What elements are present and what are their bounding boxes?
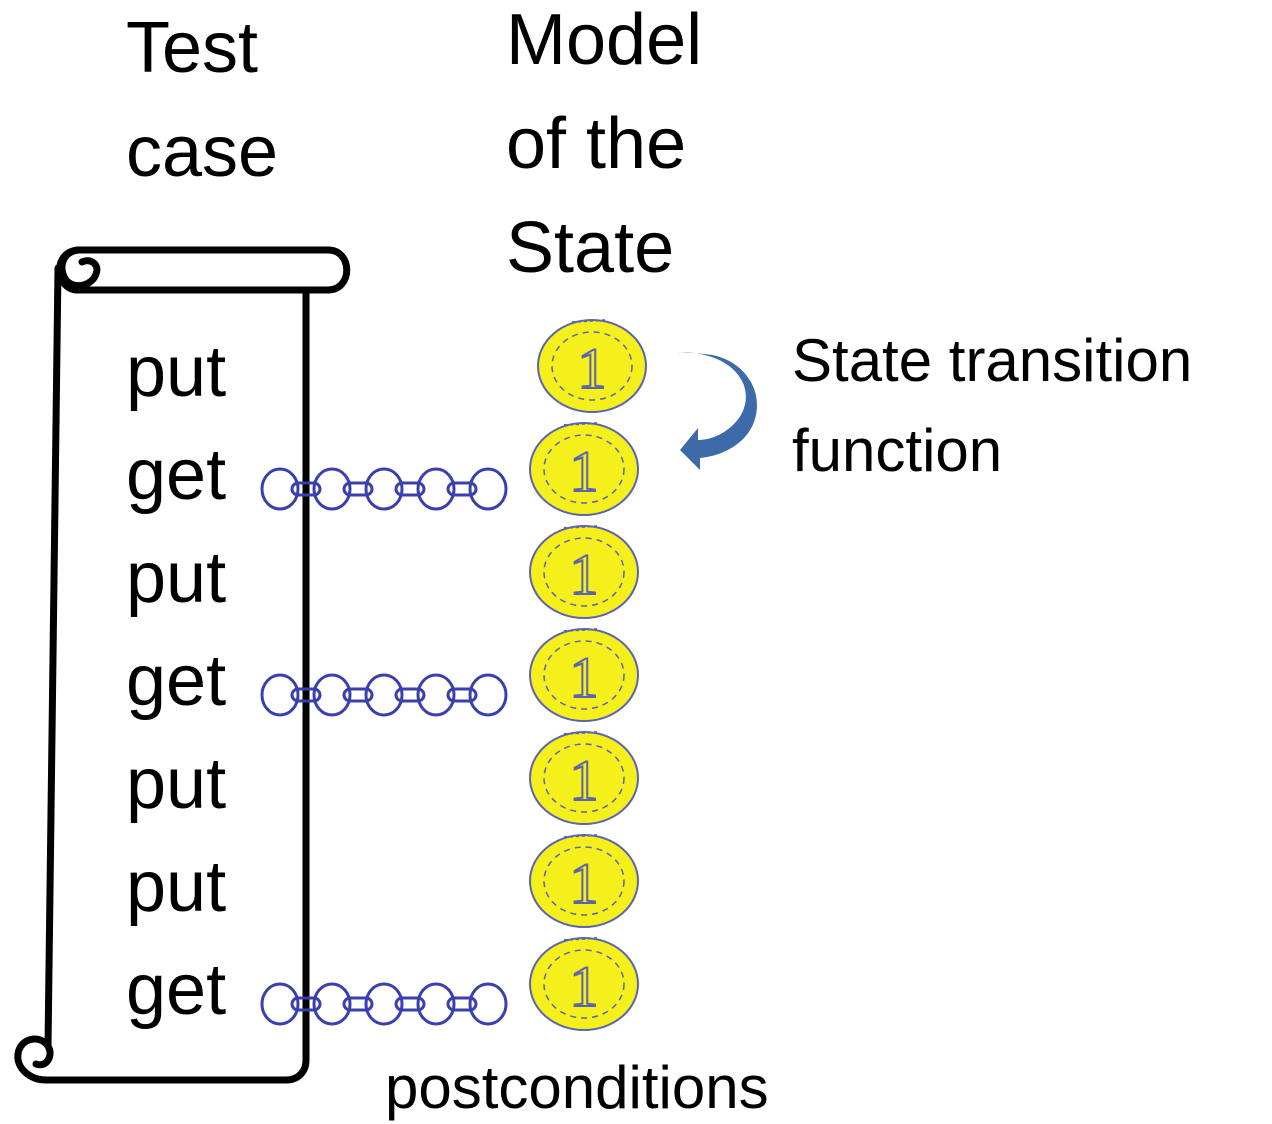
state-coin-icon: 1	[529, 628, 639, 722]
postcondition-chain-icon	[260, 982, 508, 1026]
coin-label: 1	[570, 748, 599, 813]
coin-label: 1	[570, 851, 599, 916]
state-coin-icon: 1	[529, 731, 639, 825]
step-put-label: put	[126, 332, 226, 412]
step-put-label: put	[126, 744, 226, 824]
state-transition-label: State transition function	[792, 327, 1193, 484]
model-of-state-title: Model of the State	[506, 0, 703, 288]
postcondition-chain-icon	[260, 673, 508, 717]
step-get-label: get	[126, 435, 226, 515]
step-put-label: put	[126, 538, 226, 618]
coin-label: 1	[570, 954, 599, 1019]
coin-label: 1	[570, 645, 599, 710]
postcondition-chain-icon	[260, 467, 508, 511]
state-coin-icon: 1	[529, 834, 639, 928]
coin-label: 1	[570, 439, 599, 504]
coin-label: 1	[570, 542, 599, 607]
scroll-icon	[14, 246, 351, 1084]
postconditions-label: postconditions	[385, 1054, 769, 1121]
step-put-label: put	[126, 847, 226, 927]
state-coin-icon: 1	[529, 525, 639, 619]
state-coin-icon: 1	[529, 422, 639, 516]
state-coin-icon: 1	[537, 319, 647, 413]
step-get-label: get	[126, 950, 226, 1030]
step-get-label: get	[126, 641, 226, 721]
state-coin-icon: 1	[529, 937, 639, 1031]
coin-label: 1	[578, 336, 607, 401]
test-case-title: Test case	[126, 8, 279, 192]
state-transition-arrow-icon	[678, 352, 757, 470]
